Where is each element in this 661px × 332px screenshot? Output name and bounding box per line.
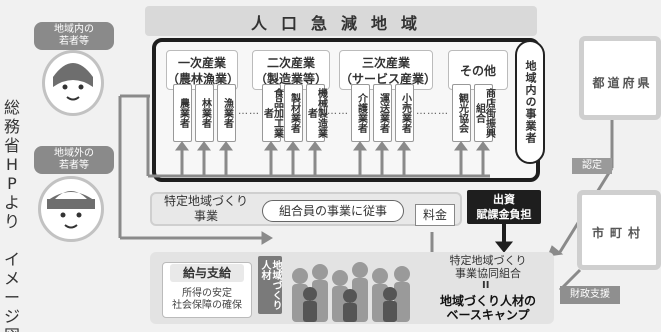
- tokutei-label: 特定地域づくり事業: [163, 194, 248, 223]
- side-caption-char: イ: [3, 250, 20, 269]
- city-label: 市町村: [591, 226, 646, 240]
- shusshi-label: 出資賦課金負担: [467, 190, 541, 224]
- prefecture-label: 都道府県: [592, 76, 653, 90]
- nintei-label: 認定: [572, 158, 612, 174]
- dotted-separator: ……: [327, 106, 349, 117]
- city-box: [577, 190, 661, 270]
- side-caption-char: 総: [3, 98, 20, 117]
- occupation-box: 林業者: [195, 84, 214, 142]
- face-icon: [47, 191, 95, 229]
- outside-youth-label: 地域外の若者等: [34, 146, 114, 174]
- occupation-box: 商店街振興組合: [474, 84, 495, 142]
- regional-businesses-label: 地域内の事業者: [515, 40, 545, 164]
- base-camp-label: 地域づくり人材のベースキャンプ: [439, 294, 536, 322]
- kyuyo-title: 給与支給: [170, 264, 244, 282]
- side-caption-char: ジ: [3, 307, 20, 326]
- kumiai-name: 特定地域づくり事業協同組合: [449, 254, 527, 280]
- side-caption-char: ー: [3, 288, 20, 307]
- side-caption-char: よ: [3, 193, 20, 212]
- dotted-separator: ………: [416, 106, 449, 117]
- face-icon: [53, 63, 93, 101]
- sector-other: その他: [448, 50, 508, 90]
- title-band: [145, 6, 537, 36]
- people-group-icon: [292, 262, 410, 322]
- occupation-box: 小売業者: [395, 84, 414, 142]
- equals-mark: II: [482, 280, 490, 291]
- ryokin-label: 料金: [415, 204, 455, 226]
- dotted-separator: ……: [238, 106, 260, 117]
- kumiai-jigyo-label: 組合員の事業に従事: [262, 200, 404, 222]
- occupation-box: 運送業者: [373, 84, 392, 142]
- sector-tertiary: 三次産業（サービス産業）: [339, 50, 436, 90]
- side-caption-char: 省: [3, 136, 20, 155]
- side-caption-char: メ: [3, 269, 20, 288]
- jinzai-label: 地域づくり人材: [258, 256, 282, 314]
- kyuyo-subtitle: 所得の安定社会保障の確保: [172, 288, 242, 311]
- occupation-box: 機械製造業者: [306, 84, 327, 142]
- occupation-box: 観光協会: [452, 84, 471, 142]
- side-caption-char: P: [7, 174, 17, 193]
- side-caption-char: 務: [3, 117, 20, 136]
- side-caption-char: H: [5, 155, 19, 174]
- occupation-box: 製材業者: [284, 84, 303, 142]
- occupation-box: 介護業者: [351, 84, 370, 142]
- side-caption-char: り: [3, 212, 20, 231]
- inside-youth-avatar: [42, 50, 104, 116]
- outside-youth-avatar: [38, 176, 104, 242]
- side-caption-char: 図: [2, 326, 22, 332]
- prefecture-box: [579, 36, 661, 120]
- inside-youth-label: 地域内の若者等: [34, 22, 114, 50]
- occupation-box: 漁業者: [217, 84, 236, 142]
- occupation-box: 農業者: [173, 84, 192, 142]
- occupation-box: 食品加工業者: [262, 84, 283, 142]
- diagram-title: 人口急減地域: [250, 14, 431, 33]
- zaisei-label: 財政支援: [560, 286, 620, 304]
